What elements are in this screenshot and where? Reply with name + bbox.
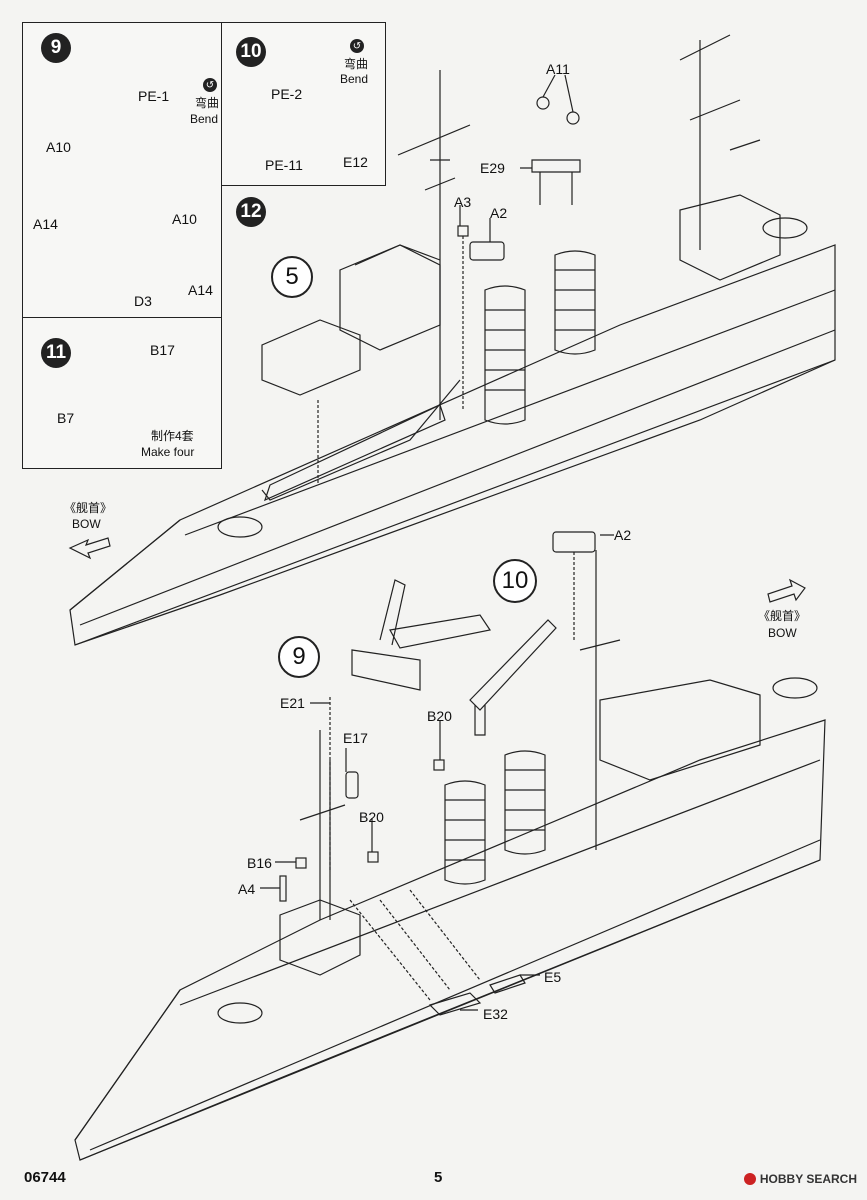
part-label-a11: A11 [546, 61, 570, 77]
step11-panel: 11 制作4套 Make four [22, 317, 222, 469]
part-label-b16: B16 [247, 855, 272, 871]
bow-label-cn-left: 《舰首》 [64, 501, 113, 515]
watermark: HOBBY SEARCH [743, 1172, 857, 1186]
bow-arrow-right-shape [767, 578, 806, 603]
bend-label-cn: 弯曲 [344, 57, 369, 71]
part-label-a2-bottom: A2 [614, 527, 632, 543]
bend-icon: ↺ [203, 78, 217, 92]
part-label-e32: E32 [483, 1006, 508, 1022]
bow-label-cn-right: 《舰首》 [758, 609, 807, 623]
part-label-a3: A3 [454, 194, 472, 210]
part-label-a4: A4 [238, 881, 256, 897]
bend-label-cn: 弯曲 [195, 96, 220, 110]
part-label-e29: E29 [480, 160, 505, 176]
step-number-12: 12 [236, 197, 266, 227]
step-number-11: 11 [41, 338, 71, 368]
top-ship-drawing [69, 34, 836, 646]
part-label-a14-right: A14 [188, 282, 213, 298]
step10-panel: 10 ↺ 弯曲 Bend [221, 22, 386, 186]
step9-panel: 9 ↺ 弯曲 Bend [22, 22, 222, 318]
step-number-10: 10 [236, 37, 266, 67]
bottom-ship-drawing [74, 531, 826, 1161]
bow-arrow-left-shape [68, 537, 111, 560]
part-label-pe2: PE-2 [271, 86, 303, 102]
watermark-text: HOBBY SEARCH [759, 1172, 857, 1186]
part-label-pe11: PE-11 [265, 157, 303, 173]
part-label-a10-right: A10 [172, 211, 197, 227]
part-label-pe1: PE-1 [138, 88, 170, 104]
page-number: 5 [434, 1169, 443, 1186]
bow-label-en-right: BOW [768, 626, 797, 640]
bow-label-en-left: BOW [72, 517, 101, 531]
make-four-en: Make four [141, 445, 195, 459]
subassembly-ref-9: 9 [278, 636, 320, 678]
watermark-logo-icon [743, 1173, 756, 1185]
step-number-9: 9 [41, 33, 71, 63]
part-label-d3: D3 [134, 293, 152, 309]
bend-label-en: Bend [190, 112, 219, 126]
part-label-a10-left: A10 [46, 139, 71, 155]
part-label-e21: E21 [280, 695, 305, 711]
product-code: 06744 [24, 1169, 66, 1186]
part-label-e12: E12 [343, 154, 368, 170]
subassembly-ref-10: 10 [493, 559, 537, 603]
subassembly-ref-5: 5 [271, 256, 313, 298]
part-label-b7: B7 [57, 410, 75, 426]
part-label-b17: B17 [150, 342, 175, 358]
part-label-b20-lower: B20 [359, 809, 384, 825]
part-label-e5: E5 [544, 969, 562, 985]
part-label-e17: E17 [343, 730, 368, 746]
bend-icon: ↺ [350, 39, 364, 53]
bend-label-en: Bend [340, 72, 369, 86]
make-four-cn: 制作4套 [151, 429, 194, 443]
part-label-a2-top: A2 [490, 205, 508, 221]
part-label-b20-upper: B20 [427, 708, 452, 724]
part-label-a14-left: A14 [33, 216, 58, 232]
